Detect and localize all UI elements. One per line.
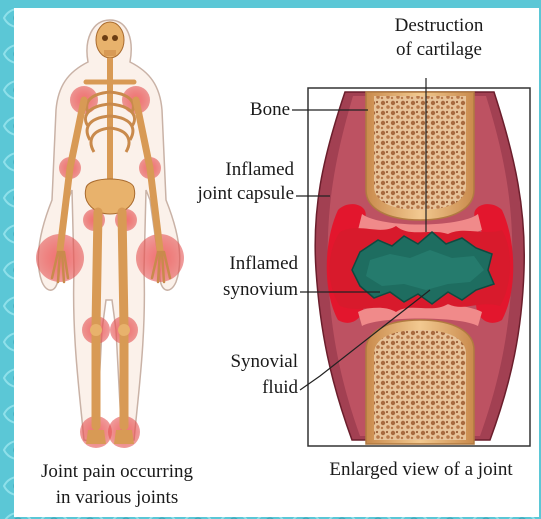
label-destruction-line2: of cartilage [384,38,494,61]
label-fluid-line1: Synovial [210,350,298,373]
label-synovium-line2: synovium [200,278,298,301]
label-destruction-line1: Destruction [384,14,494,37]
caption-left-line2: in various joints [22,486,212,509]
skeleton-figure [36,20,184,448]
caption-left-line1: Joint pain occurring [22,460,212,483]
label-synovium-line1: Inflamed [200,252,298,275]
label-bone: Bone [230,98,290,121]
label-capsule-line1: Inflamed [180,158,294,181]
label-fluid-line2: fluid [210,376,298,399]
label-capsule-line2: joint capsule [180,182,294,205]
caption-right: Enlarged view of a joint [312,458,530,481]
joint-diagram [292,78,530,446]
